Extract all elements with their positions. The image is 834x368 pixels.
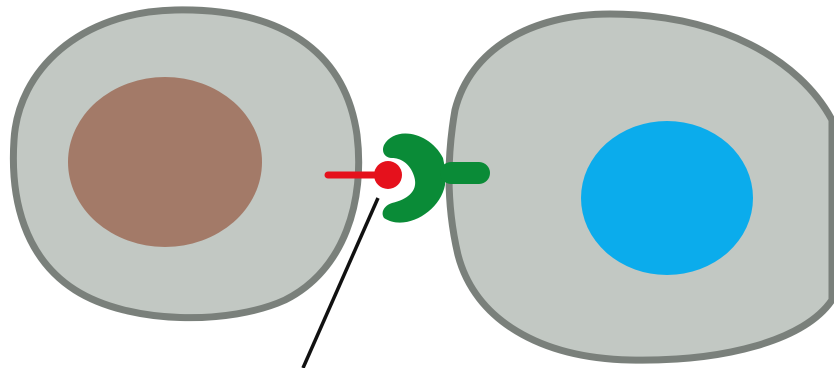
receptor-stalk: [440, 162, 490, 184]
left-cell: [13, 10, 358, 318]
ligand-knob: [374, 161, 402, 189]
right-cell-nucleus: [581, 121, 753, 275]
right-cell: [449, 14, 832, 360]
left-cell-nucleus: [68, 77, 262, 247]
